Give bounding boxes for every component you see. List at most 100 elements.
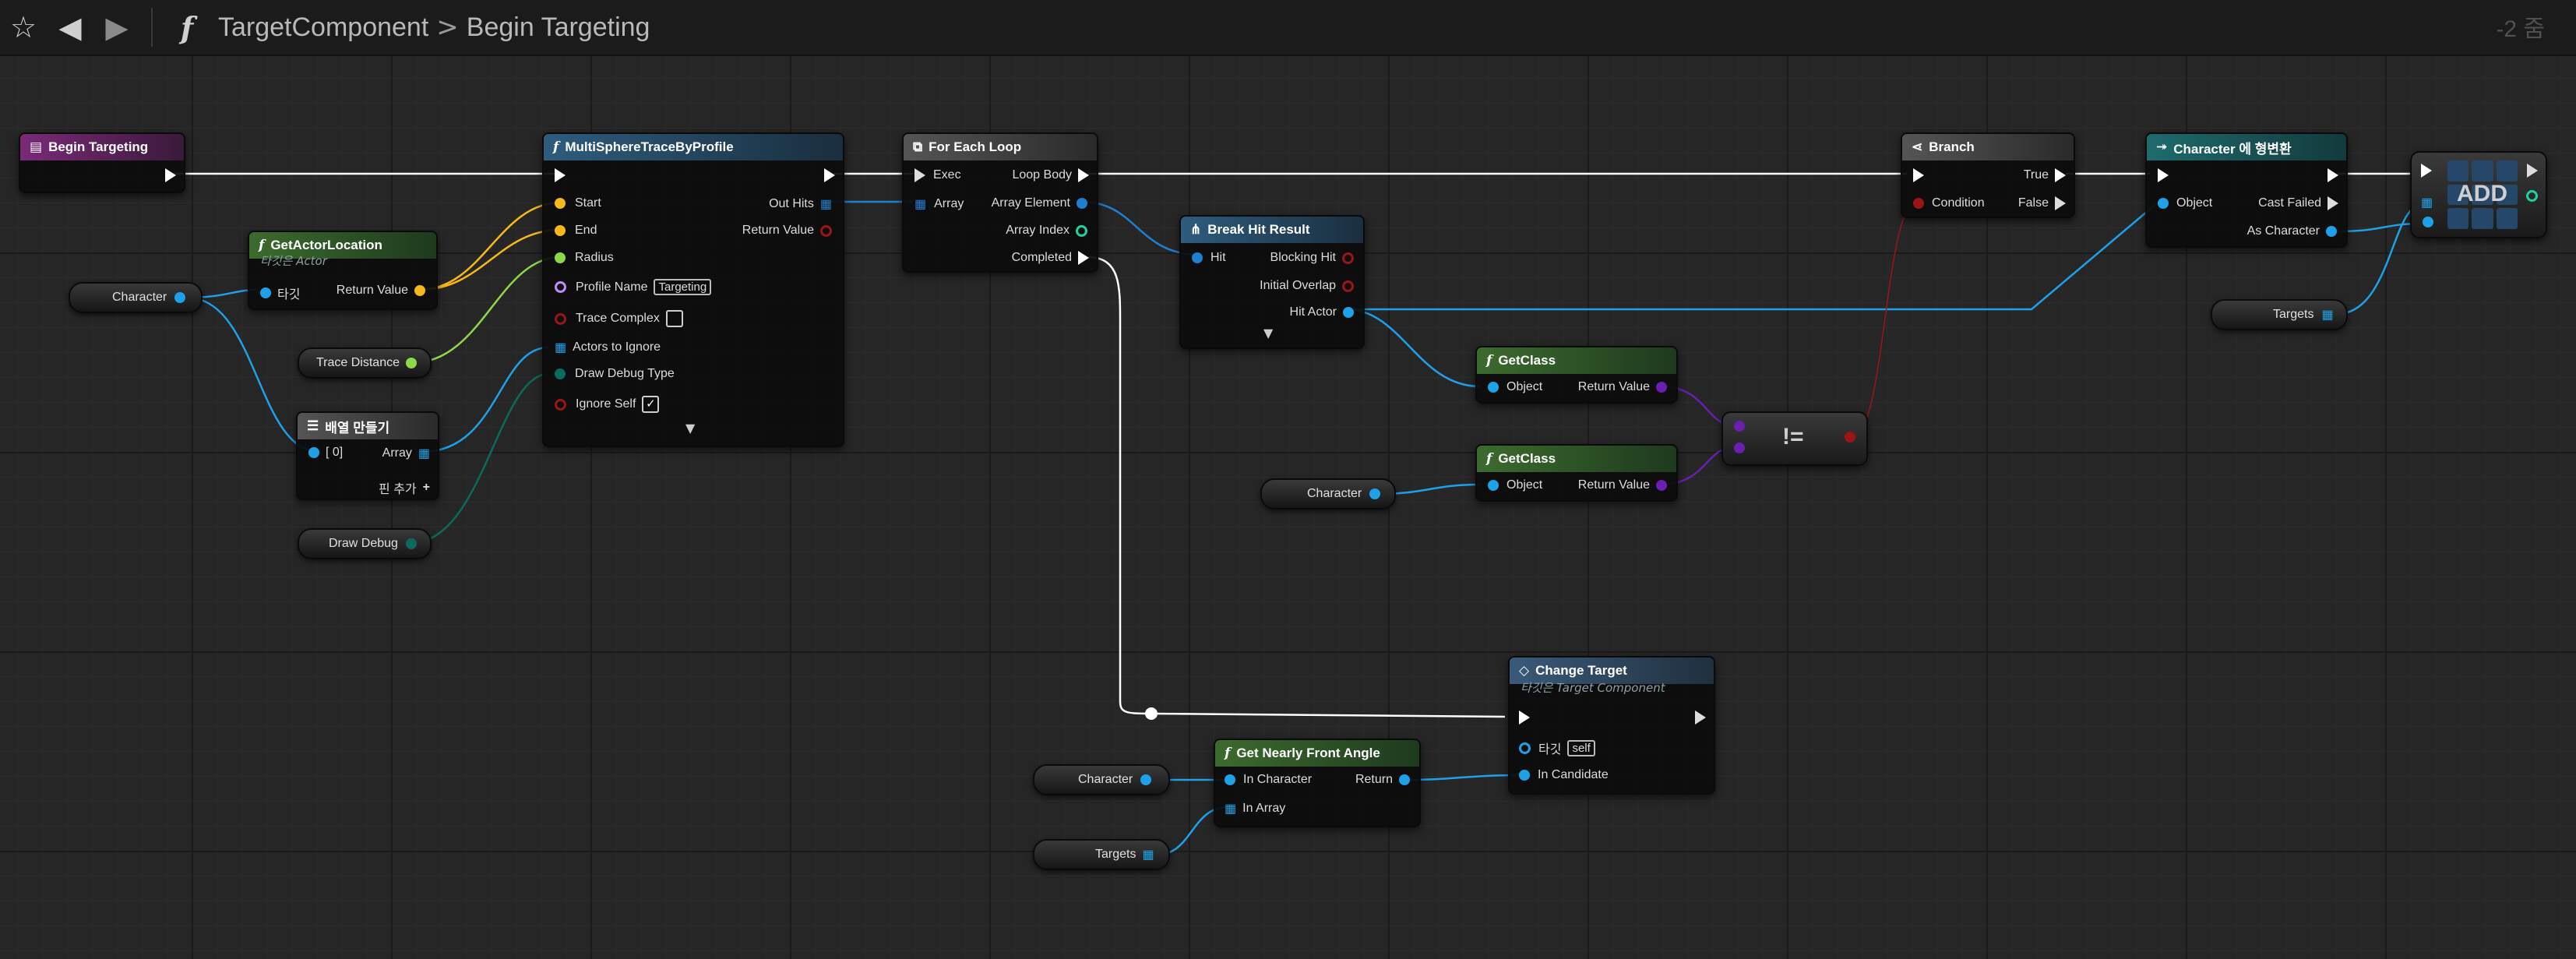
branch-node[interactable]: ⋖ Branch Condition True False bbox=[1901, 132, 2075, 218]
exec-out-pin[interactable] bbox=[824, 168, 835, 182]
exec-out-pin[interactable] bbox=[1695, 710, 1706, 725]
array-pin-icon[interactable]: ▦ bbox=[2421, 196, 2433, 210]
targets-variable-node[interactable]: Targets ▦ bbox=[1033, 839, 1170, 870]
class-pin[interactable] bbox=[1734, 421, 1745, 432]
vector-pin[interactable] bbox=[414, 285, 425, 296]
bool-pin[interactable] bbox=[820, 224, 832, 237]
bool-pin[interactable] bbox=[1845, 432, 1855, 442]
begin-targeting-event-node[interactable]: ▤ Begin Targeting bbox=[19, 132, 185, 193]
object-pin[interactable] bbox=[1225, 774, 1235, 785]
class-pin[interactable] bbox=[1656, 382, 1667, 393]
trace-complex-checkbox[interactable] bbox=[665, 310, 683, 327]
struct-pin[interactable] bbox=[1077, 198, 1087, 209]
add-pin-icon[interactable]: + bbox=[422, 481, 430, 494]
float-pin[interactable] bbox=[555, 252, 566, 263]
vector-pin[interactable] bbox=[555, 198, 566, 209]
exec-out-pin[interactable] bbox=[2527, 164, 2538, 178]
exec-out-pin[interactable] bbox=[2328, 196, 2338, 210]
object-pin[interactable] bbox=[1140, 774, 1152, 785]
byte-pin[interactable] bbox=[405, 538, 417, 549]
vector-pin[interactable] bbox=[555, 225, 566, 236]
breadcrumb-function[interactable]: Begin Targeting bbox=[466, 12, 650, 42]
object-pin[interactable] bbox=[1519, 770, 1530, 781]
object-pin[interactable] bbox=[1343, 307, 1354, 318]
array-pin-icon[interactable]: ▦ bbox=[555, 341, 567, 354]
star-icon[interactable]: ☆ bbox=[9, 10, 37, 44]
bool-pin[interactable] bbox=[1342, 280, 1354, 292]
array-pin-icon[interactable]: ▦ bbox=[2321, 309, 2334, 322]
exec-out-pin[interactable] bbox=[1078, 251, 1089, 265]
get-class-node[interactable]: f GetClass Object Return Value bbox=[1475, 444, 1678, 502]
breadcrumb-chevron-icon: > bbox=[436, 12, 459, 43]
back-arrow-icon[interactable]: ◀ bbox=[58, 10, 82, 44]
function-icon: f bbox=[259, 238, 265, 253]
struct-pin[interactable] bbox=[1192, 252, 1203, 263]
object-pin[interactable] bbox=[2158, 198, 2169, 209]
target-self-field[interactable]: self bbox=[1567, 739, 1595, 756]
character-variable-node[interactable]: Character bbox=[1260, 478, 1396, 509]
array-add-node[interactable]: ▦ ADD bbox=[2410, 151, 2547, 238]
name-pin[interactable] bbox=[555, 281, 566, 293]
bool-pin[interactable] bbox=[555, 398, 566, 411]
object-pin[interactable] bbox=[1519, 742, 1531, 754]
profile-name-field[interactable]: Targeting bbox=[654, 279, 712, 295]
exec-in-pin[interactable] bbox=[2421, 164, 2432, 178]
exec-in-pin[interactable] bbox=[555, 168, 566, 182]
object-pin[interactable] bbox=[308, 447, 319, 458]
object-pin[interactable] bbox=[1488, 382, 1499, 393]
get-class-node[interactable]: f GetClass Object Return Value bbox=[1475, 346, 1678, 404]
array-pin-icon[interactable]: ▦ bbox=[1225, 802, 1237, 816]
float-pin[interactable] bbox=[406, 358, 417, 368]
not-equal-node[interactable]: != bbox=[1721, 411, 1868, 466]
ignore-self-checkbox[interactable] bbox=[642, 396, 660, 413]
int-pin[interactable] bbox=[1076, 224, 1087, 237]
pin-label: Return Value bbox=[1577, 380, 1650, 393]
array-pin-icon[interactable]: ▦ bbox=[819, 198, 832, 211]
bool-pin[interactable] bbox=[555, 312, 566, 325]
exec-out-pin[interactable] bbox=[2328, 168, 2338, 182]
expand-chevron-icon[interactable]: ▼ bbox=[1263, 326, 1274, 340]
expand-chevron-icon[interactable]: ▼ bbox=[685, 421, 696, 435]
trace-distance-variable-node[interactable]: Trace Distance bbox=[298, 347, 432, 379]
object-pin[interactable] bbox=[1488, 480, 1499, 491]
character-variable-node[interactable]: Character bbox=[1033, 764, 1170, 795]
get-actor-location-node[interactable]: f GetActorLocation 타깃은 Actor 타깃 Return V… bbox=[248, 231, 438, 310]
byte-pin[interactable] bbox=[555, 368, 566, 379]
character-variable-node[interactable]: Character bbox=[69, 282, 203, 313]
exec-out-pin[interactable] bbox=[2055, 168, 2066, 182]
exec-out-pin[interactable] bbox=[1078, 168, 1089, 182]
bool-pin[interactable] bbox=[1913, 198, 1924, 209]
array-pin-icon[interactable]: ▦ bbox=[1142, 848, 1154, 862]
exec-in-pin[interactable] bbox=[1913, 168, 1924, 182]
exec-in-pin[interactable] bbox=[1519, 710, 1530, 725]
class-pin[interactable] bbox=[1656, 480, 1667, 491]
exec-out-pin[interactable] bbox=[2055, 196, 2066, 210]
get-nearly-front-angle-node[interactable]: f Get Nearly Front Angle In Character ▦I… bbox=[1214, 739, 1421, 827]
make-array-node[interactable]: ☰ 배열 만들기 [ 0] Array▦ 핀 추가+ bbox=[296, 411, 439, 500]
targets-variable-node[interactable]: Targets ▦ bbox=[2211, 299, 2348, 330]
int-pin[interactable] bbox=[2526, 190, 2538, 202]
breadcrumb-component[interactable]: TargetComponent bbox=[218, 12, 429, 42]
array-pin-icon[interactable]: ▦ bbox=[418, 447, 430, 460]
multi-sphere-trace-node[interactable]: f MultiSphereTraceByProfile Start End Ra… bbox=[542, 132, 844, 447]
object-pin[interactable] bbox=[174, 292, 186, 303]
object-pin[interactable] bbox=[2326, 226, 2337, 237]
break-hit-result-node[interactable]: ⋔ Break Hit Result Hit Blocking Hit Init… bbox=[1179, 215, 1365, 349]
reroute-knot bbox=[1145, 707, 1158, 720]
class-pin[interactable] bbox=[1734, 442, 1745, 453]
exec-in-pin[interactable] bbox=[2158, 168, 2169, 182]
object-pin[interactable] bbox=[1369, 488, 1381, 499]
bool-pin[interactable] bbox=[1342, 252, 1354, 264]
exec-out-pin[interactable] bbox=[165, 168, 176, 182]
cast-to-character-node[interactable]: ↠ Character 에 형변환 Object Cast Failed As … bbox=[2145, 132, 2348, 248]
for-each-loop-node[interactable]: ⧉ For Each Loop Exec ▦Array Loop Body Ar… bbox=[902, 132, 1098, 273]
object-pin[interactable] bbox=[2423, 217, 2433, 227]
array-pin-icon[interactable]: ▦ bbox=[914, 198, 927, 211]
exec-in-pin[interactable] bbox=[914, 168, 925, 182]
pin-label: Array Element bbox=[991, 196, 1070, 210]
object-pin[interactable] bbox=[260, 287, 271, 298]
draw-debug-variable-node[interactable]: Draw Debug bbox=[298, 528, 432, 559]
object-pin[interactable] bbox=[1399, 774, 1410, 785]
forward-arrow-icon[interactable]: ▶ bbox=[105, 10, 129, 44]
